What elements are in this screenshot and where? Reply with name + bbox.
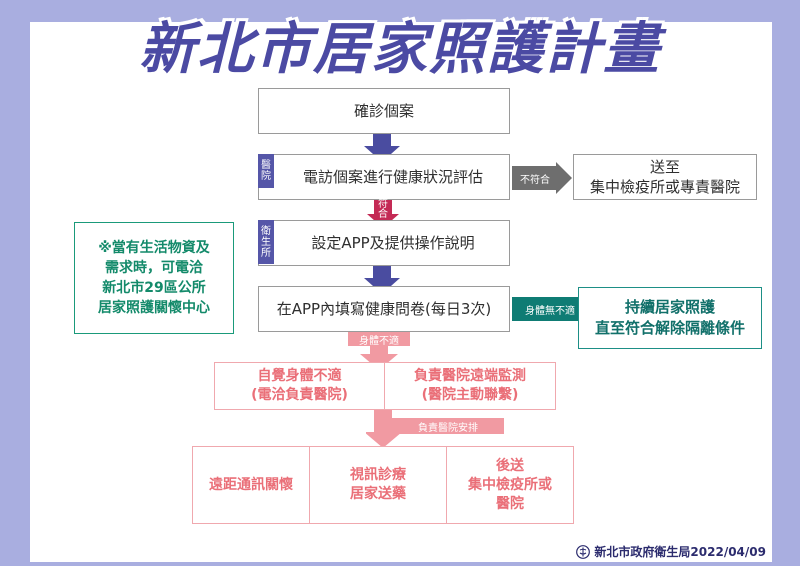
hospital-tag-char-1: 醫 (261, 160, 271, 171)
hospital-arrange-arrow (366, 410, 504, 448)
remote-care-box: 遠距通訊關懷 (192, 446, 310, 524)
hospital-tag-char-2: 院 (261, 171, 271, 182)
step-phone-assessment-label: 電訪個案進行健康狀況評估 (302, 168, 483, 186)
hospital-arrange-label: 負責醫院安排 (418, 422, 478, 434)
page-title: 新北市居家照護計畫 (139, 17, 661, 82)
no-match-label: 不符合 (520, 174, 550, 186)
side-continue-care-line-1: 持續居家照護 (624, 298, 715, 316)
unwell-label: 身體不適 (359, 335, 399, 347)
side-quarantine-line-1: 送至 (649, 158, 680, 176)
step-setup-app-label: 設定APP及提供操作說明 (311, 234, 475, 252)
self-report-unwell-line-2: (電洽負責醫院) (251, 387, 348, 403)
side-continue-care-line-2: 直至符合解除隔離條件 (594, 319, 745, 337)
transfer-line-2: 集中檢疫所或 (468, 476, 552, 493)
side-quarantine-line-2: 集中檢疫所或專責醫院 (589, 178, 740, 196)
hospital-tag: 醫 院 (258, 154, 274, 188)
step-health-questionnaire-label: 在APP內填寫健康問卷(每日3次) (276, 300, 492, 318)
supplies-note-line-1: ※當有生活物資及 (98, 240, 210, 256)
supplies-note-box: ※當有生活物資及 需求時，可電洽 新北市29區公所 居家照護關懷中心 (74, 222, 234, 334)
health-bureau-logo-icon (576, 544, 591, 559)
supplies-note-line-2: 需求時，可電洽 (105, 260, 203, 276)
video-consult-line-1: 視訊診療 (350, 467, 406, 483)
side-continue-care-box: 持續居家照護 直至符合解除隔離條件 (578, 287, 762, 349)
self-report-unwell-line-1: 自覺身體不適 (257, 368, 342, 384)
down-arrow-2 (364, 266, 400, 294)
step-confirmed-case-label: 確診個案 (353, 102, 414, 120)
self-report-unwell-box: 自覺身體不適 (電洽負責醫院) (214, 362, 385, 410)
match-label-char-1: 符 (378, 199, 388, 210)
step-setup-app: 設定APP及提供操作說明 (258, 220, 510, 266)
step-phone-assessment: 電訪個案進行健康狀況評估 (258, 154, 510, 200)
remote-monitor-line-2: (醫院主動聯繫) (421, 387, 519, 403)
match-label-char-2: 合 (378, 209, 388, 220)
supplies-note-line-3: 新北市29區公所 (102, 280, 206, 296)
match-label: 符 合 (366, 199, 400, 221)
no-match-arrow (512, 162, 572, 194)
footer-text: 新北市政府衛生局2022/04/09 (594, 545, 766, 559)
transfer-box: 後送 集中檢疫所或 醫院 (446, 446, 574, 524)
unwell-arrow (348, 332, 410, 370)
health-office-tag-char-3: 所 (261, 247, 271, 259)
transfer-line-3: 醫院 (496, 495, 524, 512)
remote-monitor-line-1: 負責醫院遠端監測 (414, 368, 526, 384)
supplies-note-line-4: 居家照護關懷中心 (98, 300, 210, 316)
down-arrow-1 (364, 134, 400, 162)
transfer-line-1: 後送 (496, 457, 524, 474)
step-health-questionnaire: 在APP內填寫健康問卷(每日3次) (258, 286, 510, 332)
step-confirmed-case: 確診個案 (258, 88, 510, 134)
health-office-tag-char-2: 生 (261, 236, 271, 248)
video-consult-box: 視訊診療 居家送藥 (309, 446, 447, 524)
side-quarantine-box: 送至 集中檢疫所或專責醫院 (573, 154, 757, 200)
health-office-tag: 衛 生 所 (258, 220, 274, 264)
remote-care-label: 遠距通訊關懷 (209, 476, 293, 493)
remote-monitor-box: 負責醫院遠端監測 (醫院主動聯繫) (384, 362, 556, 410)
footer-credit: 新北市政府衛生局2022/04/09 (576, 543, 766, 560)
well-label: 身體無不適 (525, 305, 575, 317)
video-consult-line-2: 居家送藥 (350, 486, 406, 502)
health-office-tag-char-1: 衛 (261, 225, 271, 237)
